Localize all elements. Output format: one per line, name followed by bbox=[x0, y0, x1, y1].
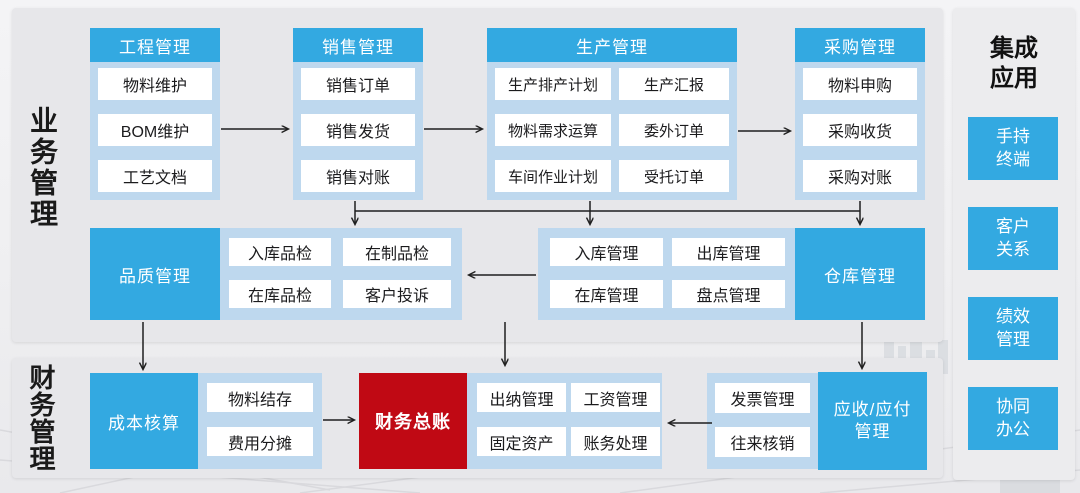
finance-item: 工资管理 bbox=[571, 383, 660, 412]
quality-item: 客户投诉 bbox=[343, 280, 451, 308]
cost-item: 费用分摊 bbox=[207, 427, 313, 456]
integration-item-performance: 绩效管理 bbox=[968, 297, 1058, 360]
quality-item: 入库品检 bbox=[229, 238, 331, 266]
procurement-header: 采购管理 bbox=[795, 28, 925, 62]
procurement-item: 采购收货 bbox=[803, 114, 917, 146]
warehouse-item: 出库管理 bbox=[672, 238, 785, 266]
sales-item: 销售发货 bbox=[301, 114, 415, 146]
procurement-item: 采购对账 bbox=[803, 160, 917, 192]
production-item: 物料需求运算 bbox=[495, 114, 611, 146]
cost-block: 成本核算 bbox=[90, 373, 198, 469]
invoice-item: 发票管理 bbox=[715, 383, 810, 413]
warehouse-item: 盘点管理 bbox=[672, 280, 785, 308]
sales-item: 销售订单 bbox=[301, 68, 415, 100]
invoice-item: 往来核销 bbox=[715, 427, 810, 457]
sales-header: 销售管理 bbox=[293, 28, 423, 62]
warehouse-block: 仓库管理 bbox=[795, 228, 925, 320]
engineering-header: 工程管理 bbox=[90, 28, 220, 62]
warehouse-item: 入库管理 bbox=[550, 238, 663, 266]
quality-item: 在库品检 bbox=[229, 280, 331, 308]
sales-item: 销售对账 bbox=[301, 160, 415, 192]
integration-item-handheld: 手持终端 bbox=[968, 117, 1058, 180]
integration-item-office: 协同办公 bbox=[968, 387, 1058, 450]
production-item: 车间作业计划 bbox=[495, 160, 611, 192]
production-item: 生产汇报 bbox=[619, 68, 729, 100]
finance-item: 固定资产 bbox=[477, 427, 566, 456]
production-header: 生产管理 bbox=[487, 28, 737, 62]
cost-item: 物料结存 bbox=[207, 383, 313, 412]
warehouse-item: 在库管理 bbox=[550, 280, 663, 308]
production-item: 受托订单 bbox=[619, 160, 729, 192]
production-item: 生产排产计划 bbox=[495, 68, 611, 100]
integration-item-crm: 客户关系 bbox=[968, 207, 1058, 270]
finance-item: 出纳管理 bbox=[477, 383, 566, 412]
procurement-item: 物料申购 bbox=[803, 68, 917, 100]
production-item: 委外订单 bbox=[619, 114, 729, 146]
engineering-item: BOM维护 bbox=[98, 114, 212, 146]
arap-label: 应收/应付管理 bbox=[833, 399, 912, 441]
ledger-block: 财务总账 bbox=[359, 373, 467, 469]
arap-block: 应收/应付管理 bbox=[818, 372, 927, 470]
finance-item: 账务处理 bbox=[571, 427, 660, 456]
quality-item: 在制品检 bbox=[343, 238, 451, 266]
quality-block: 品质管理 bbox=[90, 228, 220, 320]
engineering-item: 工艺文档 bbox=[98, 160, 212, 192]
business-section-label: 业务管理 bbox=[27, 106, 58, 230]
integration-title: 集成应用 bbox=[990, 35, 1038, 92]
engineering-item: 物料维护 bbox=[98, 68, 212, 100]
finance-section-label: 财务管理 bbox=[26, 364, 56, 472]
